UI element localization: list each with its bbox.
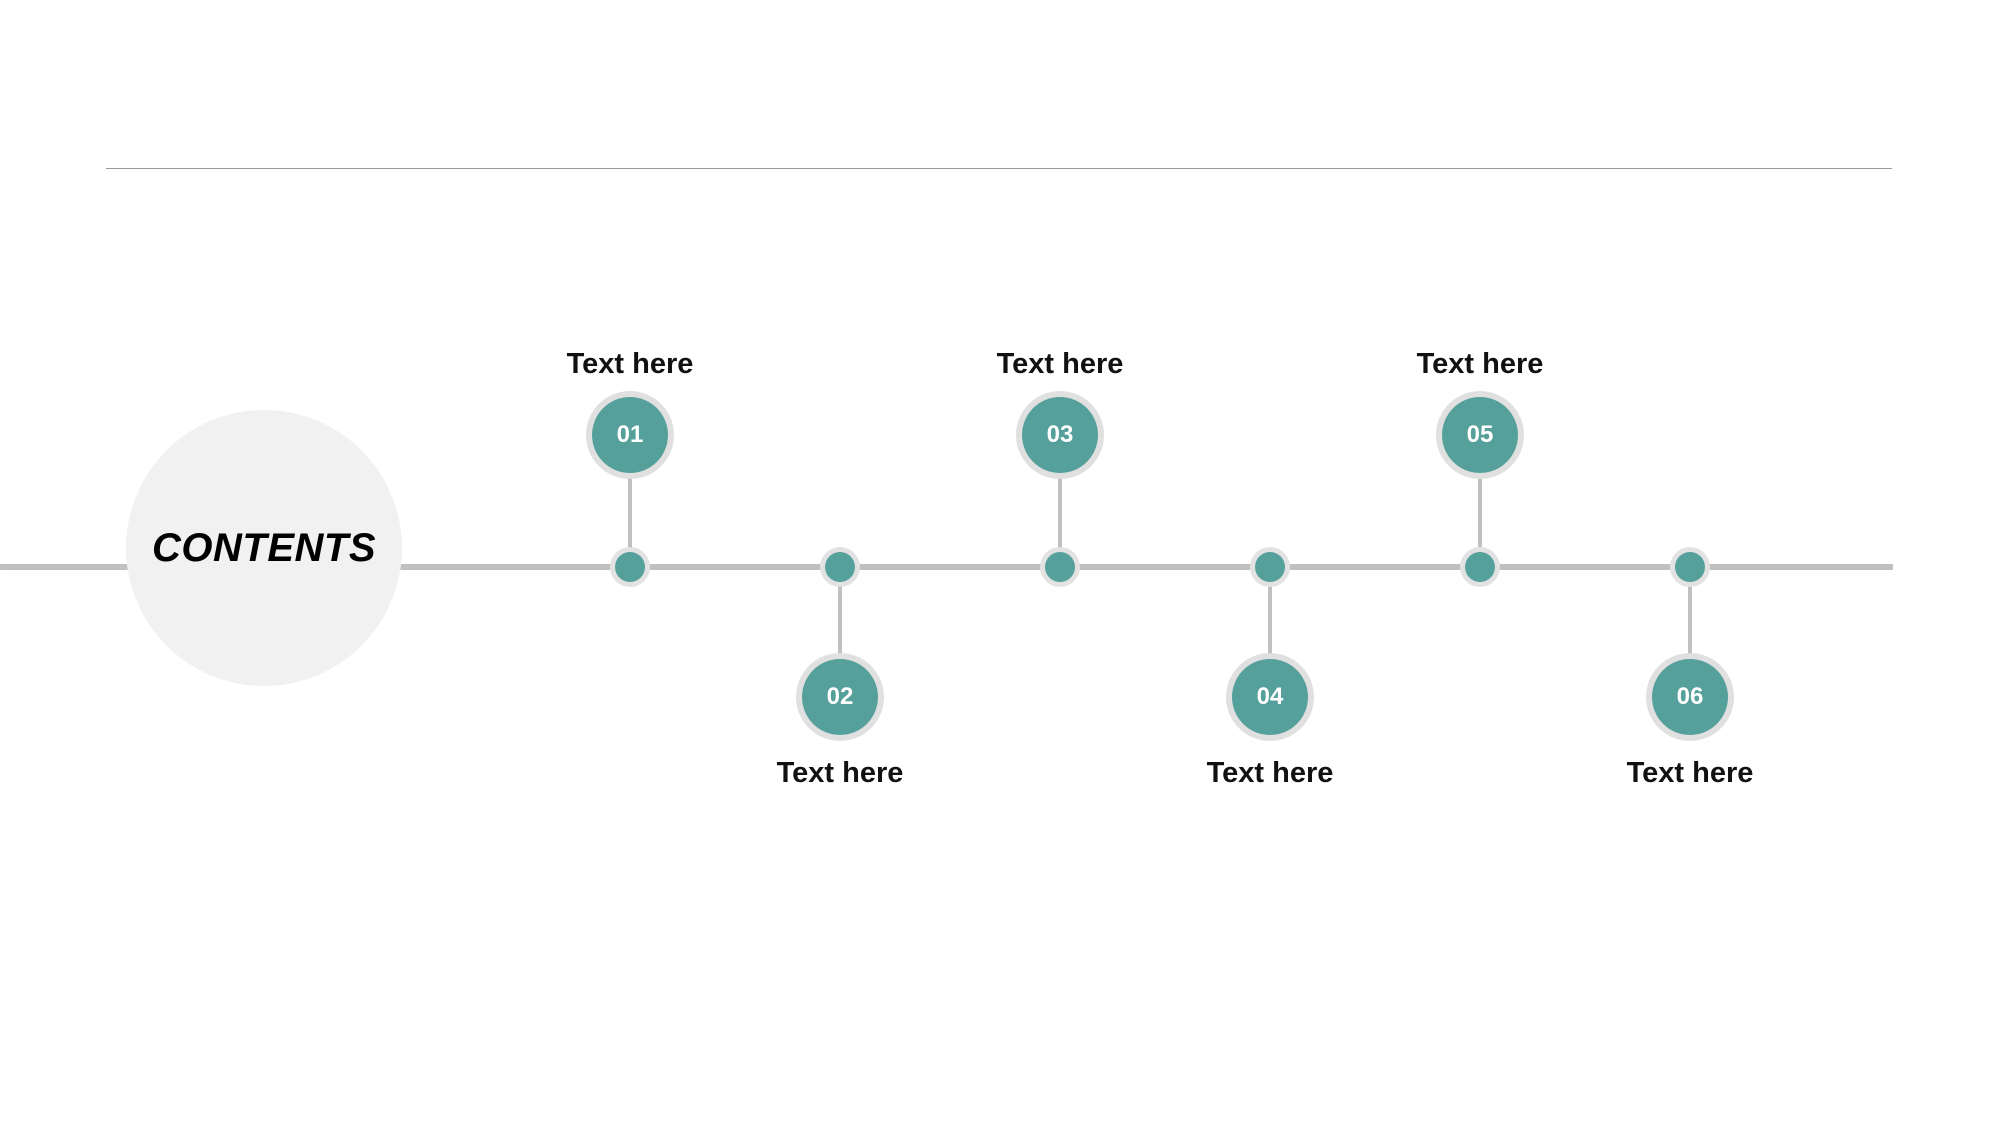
connector-stem-04 bbox=[1268, 567, 1272, 661]
connector-stem-06 bbox=[1688, 567, 1692, 661]
timeline-node-03[interactable]: 03 bbox=[1022, 397, 1098, 473]
connector-stem-01 bbox=[628, 473, 632, 567]
connector-stem-05 bbox=[1478, 473, 1482, 567]
timeline-caption-05: Text here bbox=[1416, 348, 1544, 380]
axis-dot-01[interactable] bbox=[615, 552, 645, 582]
connector-stem-02 bbox=[838, 567, 842, 661]
timeline-node-04[interactable]: 04 bbox=[1232, 659, 1308, 735]
connector-stem-03 bbox=[1058, 473, 1062, 567]
node-number-05: 05 bbox=[1466, 421, 1494, 448]
node-number-01: 01 bbox=[616, 421, 644, 448]
contents-hub-circle[interactable] bbox=[126, 410, 402, 686]
timeline-node-01[interactable]: 01 bbox=[592, 397, 668, 473]
timeline-caption-03: Text here bbox=[996, 348, 1124, 380]
node-number-06: 06 bbox=[1676, 683, 1704, 710]
timeline-node-05[interactable]: 05 bbox=[1442, 397, 1518, 473]
timeline-axis bbox=[0, 564, 1893, 570]
node-number-04: 04 bbox=[1256, 683, 1284, 710]
timeline-caption-02: Text here bbox=[776, 757, 904, 789]
axis-dot-05[interactable] bbox=[1465, 552, 1495, 582]
header-divider-rule bbox=[106, 168, 1892, 169]
axis-dot-04[interactable] bbox=[1255, 552, 1285, 582]
timeline-caption-01: Text here bbox=[566, 348, 694, 380]
timeline-node-02[interactable]: 02 bbox=[802, 659, 878, 735]
timeline-node-06[interactable]: 06 bbox=[1652, 659, 1728, 735]
axis-dot-06[interactable] bbox=[1675, 552, 1705, 582]
node-number-03: 03 bbox=[1046, 421, 1074, 448]
axis-dot-03[interactable] bbox=[1045, 552, 1075, 582]
timeline-caption-04: Text here bbox=[1206, 757, 1334, 789]
axis-dot-02[interactable] bbox=[825, 552, 855, 582]
contents-hub-label: CONTENTS bbox=[152, 525, 376, 570]
timeline-caption-06: Text here bbox=[1626, 757, 1754, 789]
node-number-02: 02 bbox=[826, 683, 854, 710]
